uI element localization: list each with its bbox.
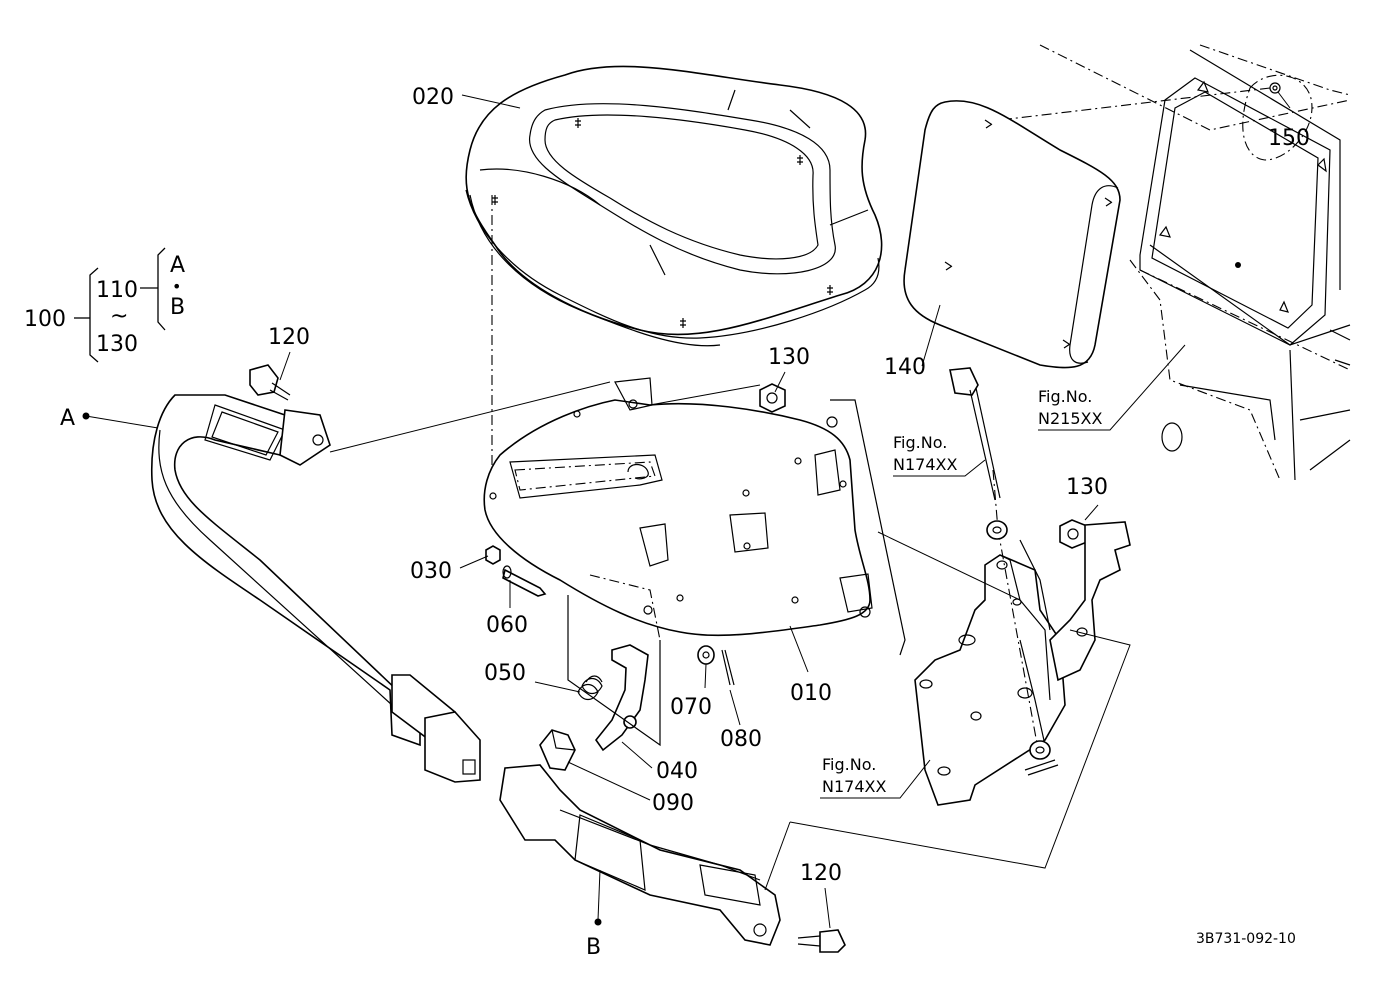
figure-ref-lower-title: Fig.No. [822, 755, 876, 774]
washer-lower [1024, 740, 1059, 776]
point-a-dot [82, 412, 90, 420]
leader-lines [85, 91, 1291, 929]
seat-belt-b [499, 764, 781, 946]
figure-ref-right: Fig.No. N215XX [1038, 387, 1108, 431]
label-140: 140 [884, 355, 926, 380]
label-sub-dot: • [172, 277, 181, 296]
label-110: 110 [96, 278, 138, 303]
label-050: 050 [484, 661, 526, 686]
label-120-lower: 120 [800, 861, 842, 886]
latch-lever-040 [567, 595, 661, 752]
figure-ref-upper: Fig.No. N174XX [893, 433, 962, 477]
bolt-120-lower [797, 929, 846, 953]
clip-150 [999, 74, 1313, 161]
label-100: 100 [24, 307, 66, 332]
nut-130-top [759, 383, 786, 413]
label-130-top: 130 [768, 345, 810, 370]
figure-ref-lower: Fig.No. N174XX [822, 755, 892, 799]
backrest-140 [903, 100, 1121, 369]
bolt-120-upper [249, 364, 291, 401]
label-tilde: ~ [110, 304, 128, 329]
washer-upper [986, 520, 1008, 540]
point-b-dot [594, 918, 602, 926]
label-point-a: A [60, 406, 75, 431]
label-point-b: B [586, 935, 601, 960]
drawing-code: 3B731-092-10 [1196, 931, 1296, 947]
label-020: 020 [412, 85, 454, 110]
label-150: 150 [1268, 126, 1310, 151]
label-080: 080 [720, 727, 762, 752]
label-sub-a: A [170, 253, 185, 278]
machine-frame [1039, 44, 1351, 481]
label-130-group: 130 [96, 332, 138, 357]
knob-090 [539, 729, 576, 771]
nut-030 [485, 545, 501, 565]
label-120-upper: 120 [268, 325, 310, 350]
figure-ref-lower-number: N174XX [822, 777, 886, 796]
right-bracket [830, 399, 1131, 806]
washer-070 [697, 645, 715, 665]
figure-ref-upper-number: N174XX [893, 455, 957, 474]
nut-130-right [1059, 519, 1088, 549]
spring-050 [577, 675, 603, 701]
pin-060 [502, 565, 547, 597]
group-bracket [74, 247, 166, 363]
figure-ref-upper-title: Fig.No. [893, 433, 947, 452]
figure-ref-right-number: N215XX [1038, 409, 1102, 428]
figure-ref-right-title: Fig.No. [1038, 387, 1092, 406]
label-130-right: 130 [1066, 475, 1108, 500]
seat-belt-a [150, 394, 481, 783]
cotter-pin-080 [721, 649, 735, 686]
label-030: 030 [410, 559, 452, 584]
label-090: 090 [652, 791, 694, 816]
rear-panel [1139, 77, 1331, 346]
label-040: 040 [656, 759, 698, 784]
seat-plate-010 [483, 377, 873, 641]
bolt-upper [949, 367, 1001, 501]
label-sub-b: B [170, 295, 185, 320]
label-070: 070 [670, 695, 712, 720]
seat-cushion-020 [465, 65, 883, 347]
label-010: 010 [790, 681, 832, 706]
label-060: 060 [486, 613, 528, 638]
